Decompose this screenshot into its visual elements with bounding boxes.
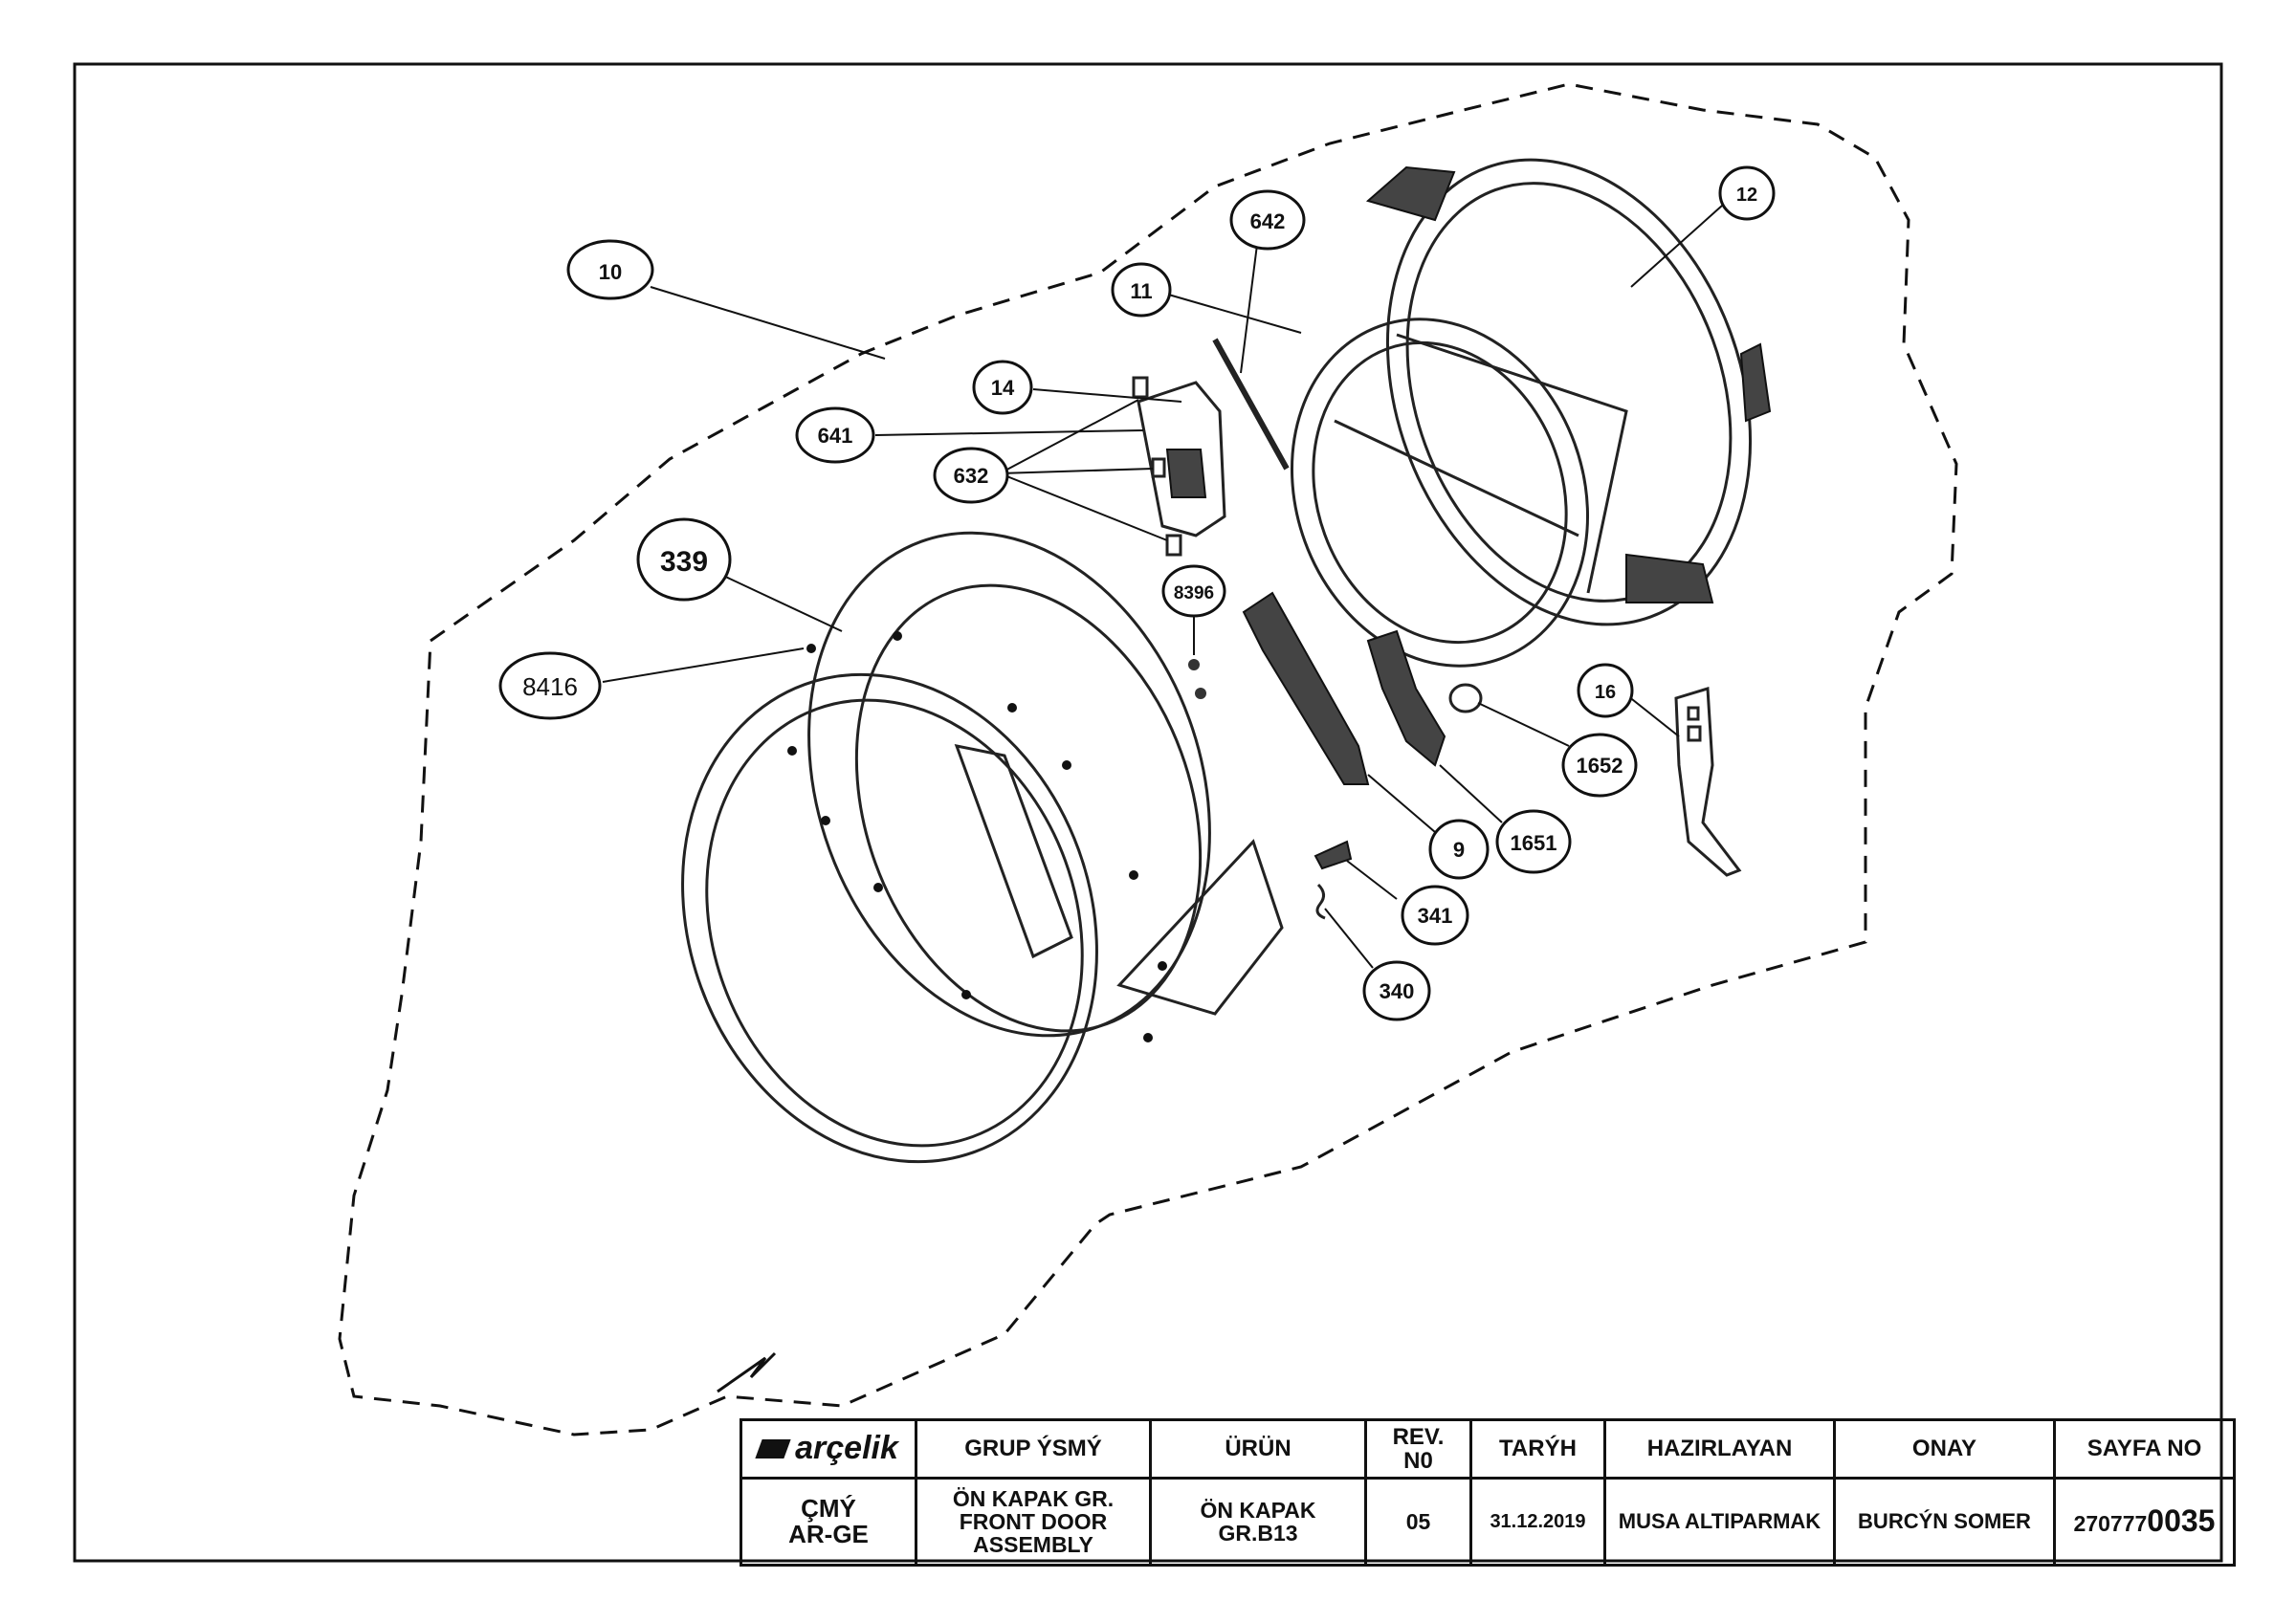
svg-text:1652: 1652 [1577,754,1623,778]
svg-text:1651: 1651 [1511,831,1557,855]
value-department: ÇMÝ AR-GE [740,1477,917,1567]
svg-text:8396: 8396 [1174,583,1214,603]
value-group-name: ÖN KAPAK GR. FRONT DOOR ASSEMBLY [915,1477,1152,1567]
header-sheet-no: SAYFA NO [2053,1418,2236,1480]
value-date: 31.12.2019 [1469,1477,1606,1567]
svg-text:339: 339 [660,546,708,578]
sheet-no-suffix: 0035 [2147,1503,2216,1539]
callout-8396: 8396 [1161,564,1226,618]
callout-11: 11 [1111,262,1172,318]
part-12-rear-frame [1365,158,1772,626]
callout-1651: 1651 [1495,809,1572,874]
sheet-no-prefix: 270777 [2073,1511,2148,1537]
part-8396-screws [1188,659,1206,699]
svg-text:12: 12 [1736,185,1757,206]
svg-text:632: 632 [954,464,989,488]
part-1651-hook [1366,629,1446,767]
callout-10: 10 [566,239,654,300]
callout-9: 9 [1428,819,1490,880]
leader-lines [602,205,1723,969]
callout-14: 14 [972,360,1033,415]
svg-text:8416: 8416 [522,672,578,701]
callout-341: 341 [1401,885,1469,946]
header-prepared-by: HAZIRLAYAN [1603,1418,1836,1480]
callout-16: 16 [1577,663,1634,718]
svg-text:10: 10 [599,260,622,284]
svg-text:340: 340 [1380,979,1415,1003]
callout-8416: 8416 [498,651,602,720]
svg-text:16: 16 [1595,682,1616,703]
callout-339: 339 [636,517,732,602]
callout-12: 12 [1718,165,1776,221]
svg-text:9: 9 [1453,838,1465,862]
screws [787,631,1167,1042]
svg-text:341: 341 [1418,904,1453,928]
title-block: arçelik GRUP ÝSMÝ ÜRÜN REV. N0 TARÝH HAZ… [740,1418,2236,1567]
header-product: ÜRÜN [1149,1418,1367,1480]
svg-text:641: 641 [818,424,853,448]
part-340-spring [1315,883,1326,920]
part-339-inner-door-frame [807,531,1284,1038]
break-mark [717,1351,777,1393]
part-8416-outer-door-ring [681,672,1098,1164]
header-date: TARÝH [1469,1418,1606,1480]
logo-text: arçelik [795,1430,898,1467]
part-16-lock-plate [1674,687,1742,877]
part-11-door-gasket [1290,318,1628,668]
svg-text:14: 14 [991,376,1015,400]
value-product: ÖN KAPAK GR.B13 [1149,1477,1367,1567]
value-approval: BURCÝN SOMER [1833,1477,2056,1567]
callout-642: 642 [1229,189,1306,251]
part-1652-ring [1448,683,1483,713]
callout-1652: 1652 [1561,733,1638,798]
arcelik-logo-icon [755,1439,791,1459]
header-approval: ONAY [1833,1418,2056,1480]
part-641-hinge [1132,376,1226,557]
svg-text:642: 642 [1250,209,1286,233]
header-group-name: GRUP ÝSMÝ [915,1418,1152,1480]
callout-632: 632 [933,447,1009,504]
company-logo: arçelik [740,1418,917,1480]
part-642-hinge-pin [1212,338,1290,471]
value-prepared-by: MUSA ALTIPARMAK [1603,1477,1836,1567]
header-rev-no: REV. N0 [1364,1418,1472,1480]
part-341-latch [1314,840,1353,870]
value-rev-no: 05 [1364,1477,1472,1567]
callout-641: 641 [795,406,875,464]
part-9-door-handle [1242,591,1370,785]
assembly-boundary-dashed [338,82,1958,1437]
value-sheet-no: 2707770035 [2053,1477,2236,1567]
callout-340: 340 [1362,960,1431,1021]
svg-text:11: 11 [1130,279,1152,303]
